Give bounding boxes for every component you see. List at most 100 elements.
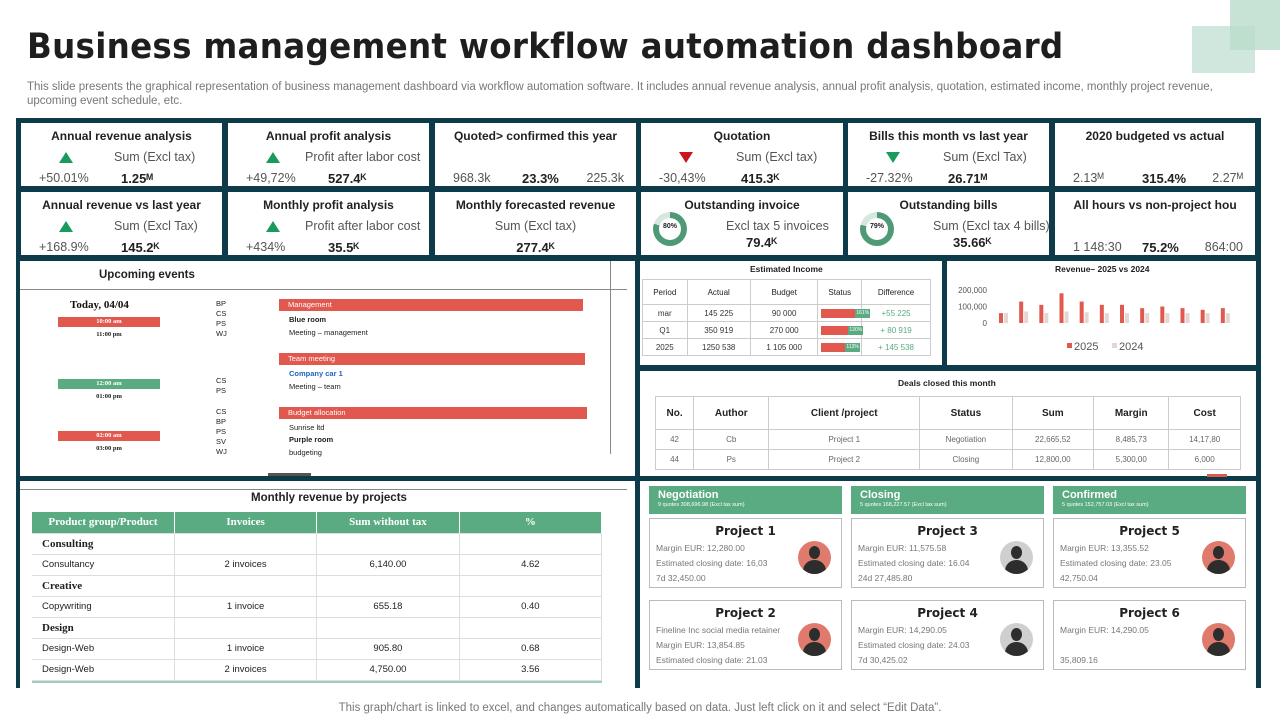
bar-2025[interactable] bbox=[1120, 304, 1124, 323]
bar-2024[interactable] bbox=[1225, 313, 1230, 323]
kpi-subtitle: Excl tax 5 invoices bbox=[726, 219, 829, 233]
column-header[interactable]: Product group/Product bbox=[32, 512, 175, 534]
legend-label: 2025 bbox=[1074, 341, 1098, 353]
column-header[interactable]: Period bbox=[642, 279, 688, 305]
event-bar[interactable]: Team meeting bbox=[279, 353, 585, 365]
bar-2024[interactable] bbox=[1004, 313, 1008, 323]
status-cell: 113% bbox=[817, 338, 863, 356]
column-header[interactable]: Budget bbox=[749, 279, 819, 305]
bar-2025[interactable] bbox=[1160, 306, 1165, 324]
table-cell: Project 1 bbox=[768, 429, 921, 450]
project-detail: 7d 30,425.02 bbox=[858, 655, 908, 665]
table-cell: 270 000 bbox=[749, 321, 819, 339]
table-cell: 44 bbox=[654, 449, 695, 470]
kpi-left-value: -27.32% bbox=[866, 171, 913, 185]
event-bar[interactable]: Budget allocation bbox=[279, 407, 587, 419]
column-header[interactable]: Invoices bbox=[174, 512, 318, 534]
column-header[interactable]: Status bbox=[919, 396, 1013, 430]
bar-2025[interactable] bbox=[1140, 308, 1145, 323]
bar-2024[interactable] bbox=[1084, 312, 1089, 323]
project-detail: Margin EUR: 13,854.85 bbox=[656, 640, 745, 650]
bar-2024[interactable] bbox=[1205, 313, 1210, 323]
stage-meta: 5 quotes 152,757.03 (Excl tax sum) bbox=[1062, 502, 1149, 508]
table-cell: 350 919 bbox=[686, 321, 751, 339]
table-cell: 6,000 bbox=[1168, 449, 1241, 470]
table-row[interactable]: Creative bbox=[32, 575, 603, 597]
bar-2024[interactable] bbox=[1185, 313, 1190, 323]
bar-2025[interactable] bbox=[1079, 301, 1084, 323]
column-header[interactable]: No. bbox=[654, 396, 695, 430]
table-row[interactable]: Consulting bbox=[32, 533, 603, 555]
bar-2025[interactable] bbox=[1019, 301, 1024, 323]
legend-swatch bbox=[1067, 343, 1072, 348]
table-cell: 905.80 bbox=[316, 638, 460, 660]
bar-2024[interactable] bbox=[1044, 313, 1049, 323]
column-header[interactable]: Difference bbox=[861, 279, 931, 305]
column-header[interactable]: Author bbox=[693, 396, 770, 430]
event-time-bar[interactable]: 12:00 am bbox=[58, 379, 160, 389]
scrollbar-thumb[interactable] bbox=[268, 473, 311, 476]
bar-2024[interactable] bbox=[1125, 313, 1129, 323]
column-header[interactable]: Margin bbox=[1093, 396, 1170, 430]
bar-2024[interactable] bbox=[1104, 313, 1109, 323]
bar-2024[interactable] bbox=[1165, 313, 1170, 323]
column-header[interactable]: Client /project bbox=[768, 396, 921, 430]
event-time-bar[interactable]: 10:00 am bbox=[58, 317, 160, 327]
column-header[interactable]: Actual bbox=[686, 279, 751, 305]
trend-down-icon bbox=[886, 152, 900, 163]
bar-2025[interactable] bbox=[1220, 308, 1225, 323]
bar-2025[interactable] bbox=[1059, 293, 1064, 323]
bar-2025[interactable] bbox=[999, 313, 1003, 323]
bar-2024[interactable] bbox=[1064, 311, 1069, 323]
kpi-subtitle: Profit after labor cost bbox=[305, 150, 421, 164]
column-header[interactable]: % bbox=[459, 512, 603, 534]
event-bar[interactable]: Management bbox=[279, 299, 583, 311]
bar-2024[interactable] bbox=[1024, 311, 1029, 323]
bar-2025[interactable] bbox=[1039, 304, 1044, 323]
column-header[interactable]: Sum without tax bbox=[316, 512, 460, 534]
bar-2025[interactable] bbox=[1180, 308, 1185, 323]
column-header[interactable]: Status bbox=[817, 279, 863, 305]
column-header[interactable]: Cost bbox=[1168, 396, 1241, 430]
legend-label: 2024 bbox=[1119, 341, 1143, 353]
bar-2025[interactable] bbox=[1200, 309, 1205, 323]
column-header[interactable]: Sum bbox=[1011, 396, 1095, 430]
bar-2024[interactable] bbox=[1145, 313, 1150, 323]
stage-title: Confirmed bbox=[1062, 489, 1117, 501]
table-row[interactable]: Design bbox=[32, 617, 603, 639]
bar-2025[interactable] bbox=[1099, 304, 1104, 323]
event-time-bar[interactable]: 02:00 am bbox=[58, 431, 160, 441]
